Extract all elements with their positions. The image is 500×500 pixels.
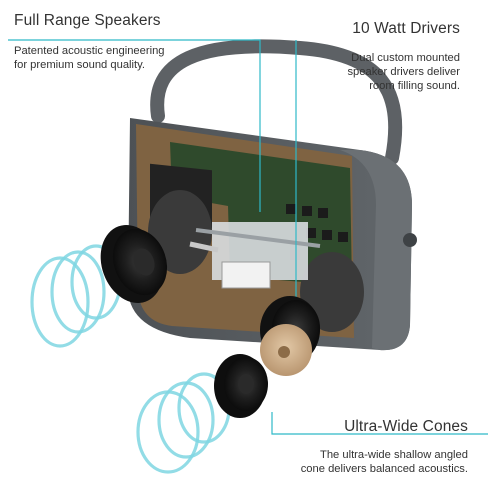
callout-description: Dual custom mounted speaker drivers deli… xyxy=(260,51,460,93)
description-line: for premium sound quality. xyxy=(14,59,145,71)
full-range-speaker-cone xyxy=(100,225,168,303)
callout-description: Patented acoustic engineering for premiu… xyxy=(14,44,244,72)
callout-full-range-speakers: Full Range Speakers Patented acoustic en… xyxy=(14,12,244,72)
callout-10-watt-drivers: 10 Watt Drivers Dual custom mounted spea… xyxy=(260,20,460,93)
callout-description: The ultra-wide shallow angled cone deliv… xyxy=(248,448,468,476)
handle-rivet xyxy=(403,233,417,247)
callout-lines xyxy=(8,39,488,435)
callout-title: 10 Watt Drivers xyxy=(352,20,460,37)
description-line: The ultra-wide shallow angled xyxy=(319,449,468,461)
description-line: Dual custom mounted xyxy=(351,52,460,64)
carry-handle xyxy=(150,39,403,165)
sound-wave-bottom xyxy=(136,372,231,474)
callout-ultra-wide-cones: Ultra-Wide Cones The ultra-wide shallow … xyxy=(248,418,468,476)
driver-cone-right xyxy=(260,296,320,376)
callout-title: Full Range Speakers xyxy=(14,12,161,29)
description-line: speaker drivers deliver xyxy=(347,66,460,78)
description-line: cone delivers balanced acoustics. xyxy=(300,463,468,475)
ultra-wide-cone xyxy=(214,354,268,418)
callout-title: Ultra-Wide Cones xyxy=(344,418,468,435)
description-line: room filling sound. xyxy=(369,80,460,92)
description-line: Patented acoustic engineering xyxy=(14,45,165,57)
